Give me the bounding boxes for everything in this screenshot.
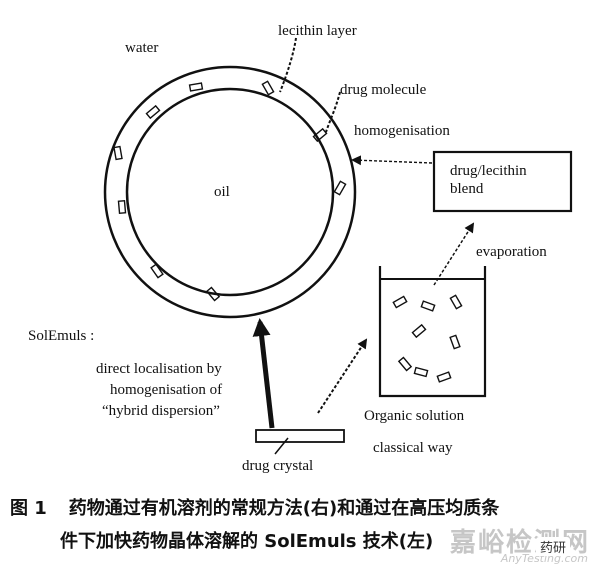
drug-molecule [117,200,127,214]
wechat-badge: 药研 [535,537,570,556]
beaker [378,266,487,398]
drug-molecule [205,286,221,302]
figure-number: 图 1 [10,498,47,519]
drug-molecule [411,323,427,339]
drug-molecules-in-layer [113,80,347,302]
oil-droplet-inner [125,87,335,297]
drug-molecule-label: drug molecule [340,82,427,98]
oil-label: oil [214,184,230,200]
drug-molecule-pointer [325,91,341,133]
homogenisation-label: homogenisation [354,123,450,139]
drug-molecule [150,263,164,279]
drug-molecule [420,300,436,312]
water-label: water [125,40,158,56]
drug-crystal-bar [255,429,345,443]
figure-caption-line1: 图 1 药物通过有机溶剂的常规方法(右)和通过在高压均质条 [10,494,499,520]
drug-molecule [312,127,328,143]
direct-localisation-arrow [252,318,275,429]
drug-molecules-in-solution [392,294,463,383]
drug-molecule [436,371,452,383]
drug-molecule [413,366,429,378]
drug-molecule [188,82,204,92]
figure-caption-line2: 件下加快药物晶体溶解的 SolEmuls 技术(左) [60,531,434,552]
blend-label-line1: drug/lecithin [450,163,527,179]
direct-localisation-line2: homogenisation of [110,382,222,398]
lecithin-layer-label: lecithin layer [278,23,357,39]
caption-text-line1: 药物通过有机溶剂的常规方法(右)和通过在高压均质条 [68,498,500,519]
drug-molecule [392,295,408,309]
drug-molecule [113,145,123,161]
direct-localisation-line3: “hybrid dispersion” [102,403,220,419]
direct-localisation-line1: direct localisation by [96,361,222,377]
solemuls-label: SolEmuls : [28,328,94,344]
evaporation-label: evaporation [476,244,547,260]
blend-label-line2: blend [450,181,484,197]
evaporation-arrow [433,222,475,286]
lecithin-layer-outer [103,65,357,319]
drug-molecule [449,294,463,310]
lecithin-layer-pointer [279,37,297,93]
drug-molecule [449,334,461,350]
drug-molecule [333,180,347,196]
drug-crystal-label: drug crystal [242,458,313,474]
homogenisation-arrow [351,155,433,166]
classical-way-label: classical way [373,440,453,456]
drug-lecithin-blend-box [432,150,573,213]
classical-way-arrow [317,338,368,414]
drug-crystal-pointer [274,437,289,455]
organic-solution-label: Organic solution [364,408,465,424]
drug-molecule [397,356,413,372]
drug-molecule [261,80,275,96]
drug-molecule [145,104,161,120]
